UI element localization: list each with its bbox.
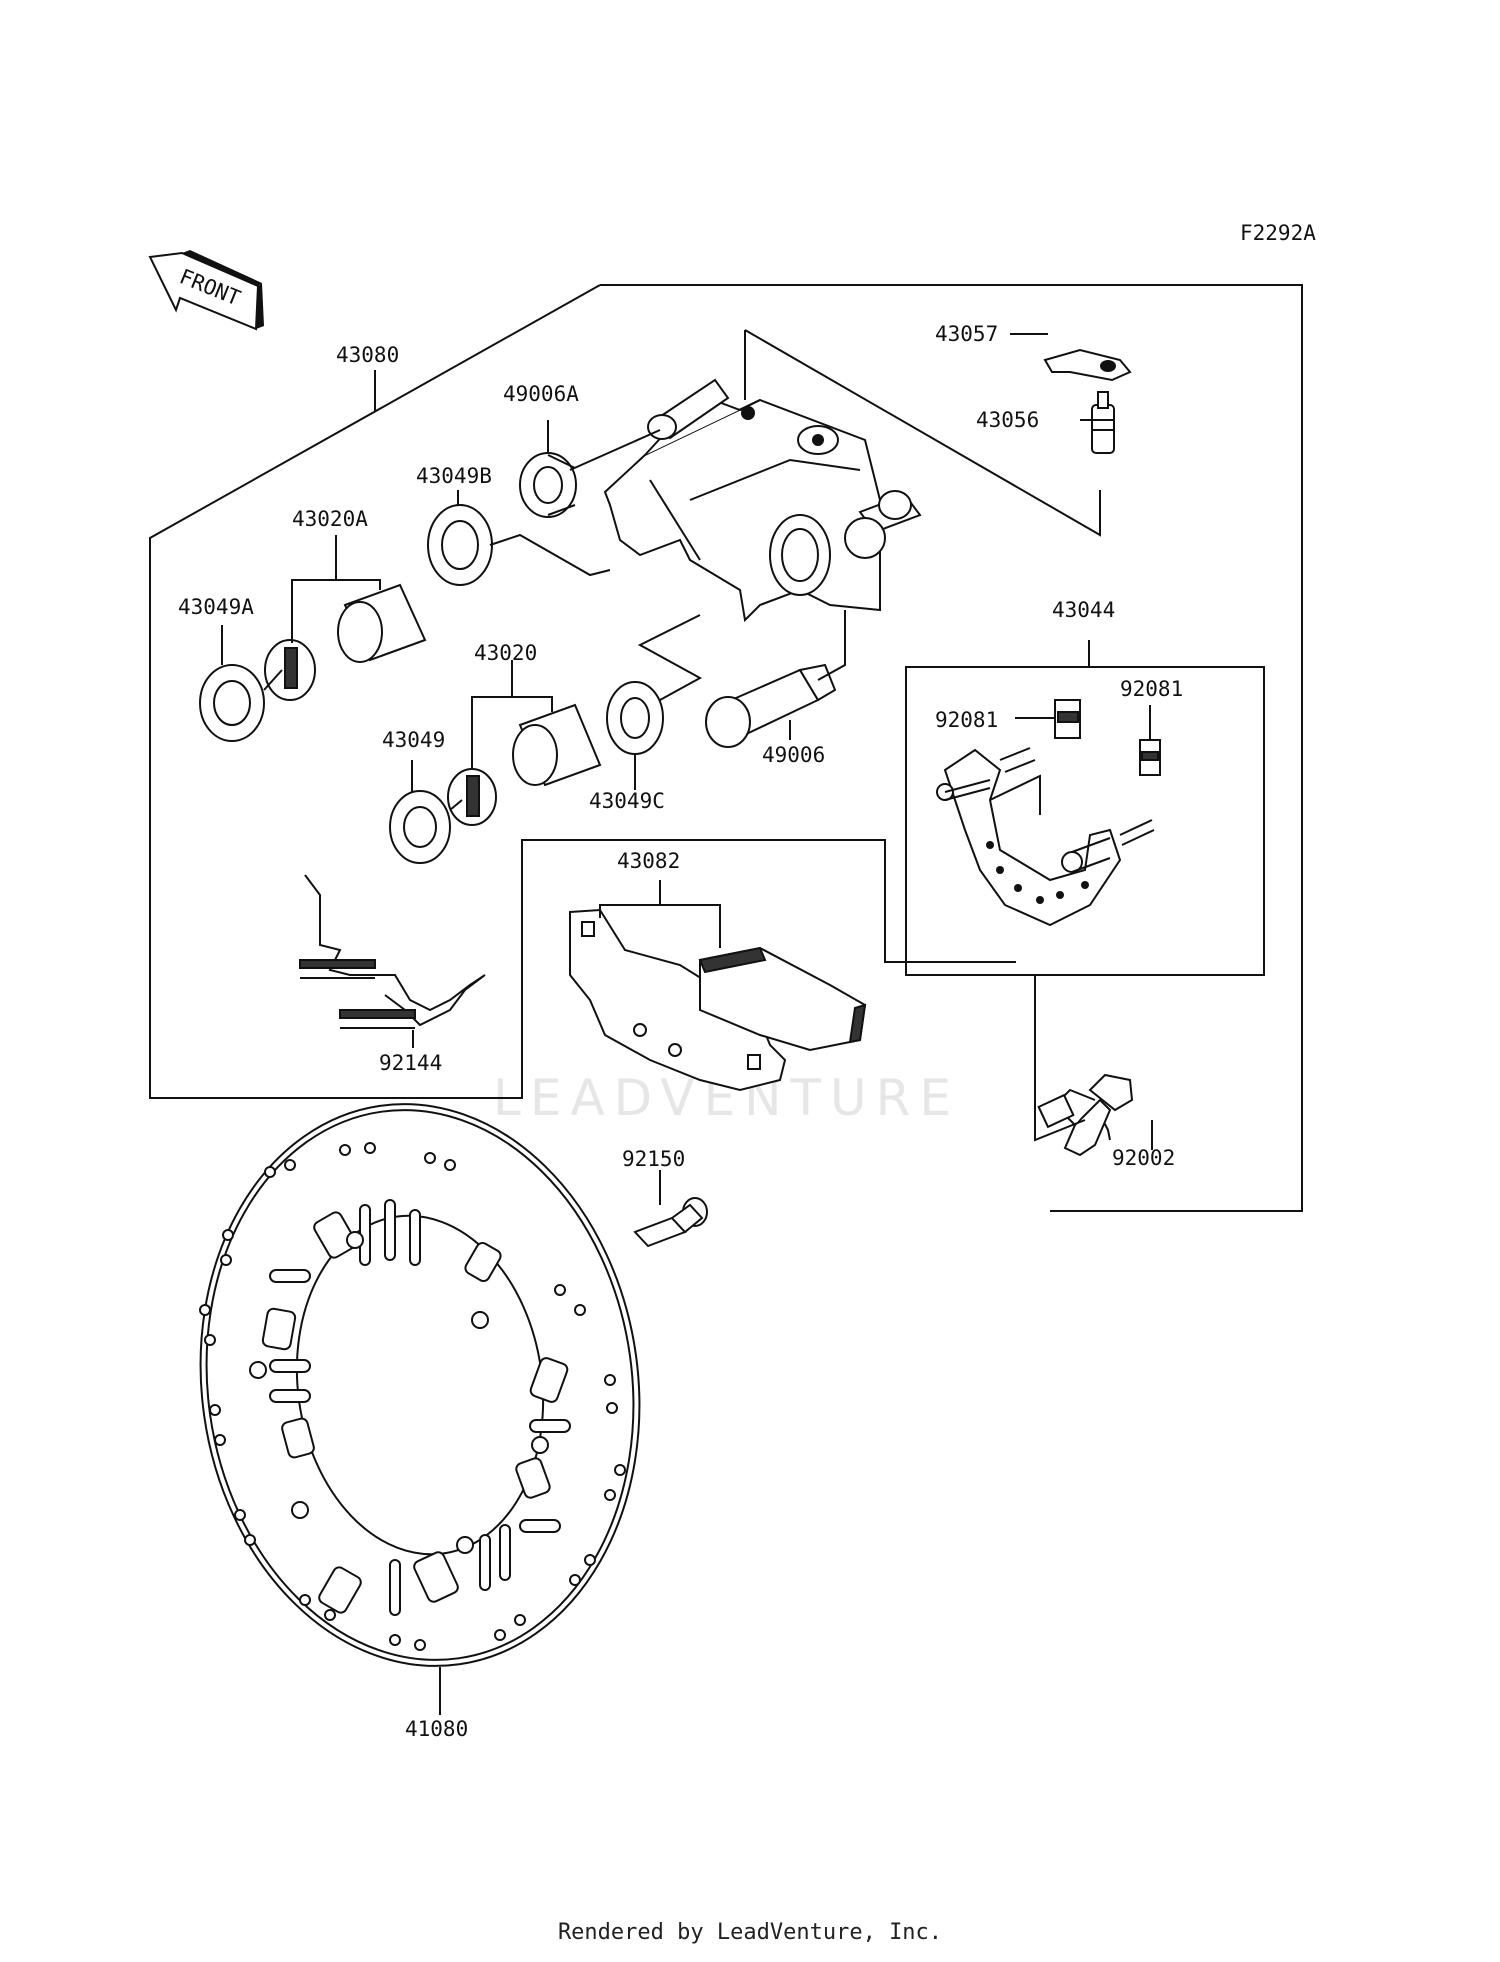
seal-43049: [389, 790, 451, 864]
bracket-box: [905, 666, 1265, 976]
clip-92081-b: [1139, 739, 1161, 776]
pad-spring: [299, 874, 486, 1029]
leader-43049c-2: [637, 614, 703, 701]
leader-43049a-2: [263, 669, 283, 691]
leader-valve-caliper-2: [744, 329, 1101, 537]
piston-insert-43020a: [264, 639, 316, 701]
label-92081-a: 92081: [935, 708, 998, 732]
bleed-valve: [1091, 391, 1115, 454]
leader-49006-2: [817, 610, 846, 681]
seal-43049a: [199, 664, 265, 742]
label-92144: 92144: [379, 1051, 442, 1075]
leader-92002: [1034, 975, 1086, 1142]
label-43044: 43044: [1052, 598, 1115, 622]
figure-code: F2292A: [1240, 221, 1316, 245]
label-43049a: 43049A: [178, 595, 254, 619]
pin-49006: [705, 663, 837, 748]
seal-43049c: [606, 681, 664, 755]
bolt-92002: [1037, 1073, 1134, 1157]
clip-92081-a: [1054, 699, 1081, 739]
bleed-cap: [1043, 348, 1132, 382]
label-43056: 43056: [976, 408, 1039, 432]
leader-43049b-2: [489, 533, 611, 577]
mounting-bracket: [936, 747, 1155, 927]
footer-credit: Rendered by LeadVenture, Inc.: [557, 1920, 943, 1945]
label-41080: 41080: [405, 1717, 468, 1741]
label-49006a: 49006A: [503, 382, 579, 406]
label-43020: 43020: [474, 641, 537, 665]
label-49006: 49006: [762, 743, 825, 767]
piston-insert-43020: [447, 768, 497, 826]
piston-43020a: [337, 583, 427, 663]
leader-49006a-2: [569, 429, 661, 471]
label-43082: 43082: [617, 849, 680, 873]
seal-43049b: [427, 504, 493, 586]
brake-pad-right: [698, 946, 867, 1052]
brake-disc: [199, 1103, 641, 1667]
label-43049: 43049: [382, 728, 445, 752]
label-43057: 43057: [935, 322, 998, 346]
brake-pad-left: [569, 908, 787, 1092]
label-43020a: 43020A: [292, 507, 368, 531]
front-arrow-icon: FRONT: [148, 250, 264, 331]
piston-43020: [512, 703, 602, 787]
label-43080: 43080: [336, 343, 399, 367]
bolt-92150: [633, 1197, 708, 1248]
label-43049b: 43049B: [416, 464, 492, 488]
leader-43049-2: [449, 799, 463, 811]
leader-bracket-inner: [989, 774, 1041, 815]
label-43049c: 43049C: [589, 789, 665, 813]
caliper-body: [603, 378, 922, 623]
label-92002: 92002: [1112, 1146, 1175, 1170]
label-92081-b: 92081: [1120, 677, 1183, 701]
label-92150: 92150: [622, 1147, 685, 1171]
caliper-assembly-outline-left: [149, 284, 1016, 1099]
boot-49006a: [519, 452, 577, 518]
